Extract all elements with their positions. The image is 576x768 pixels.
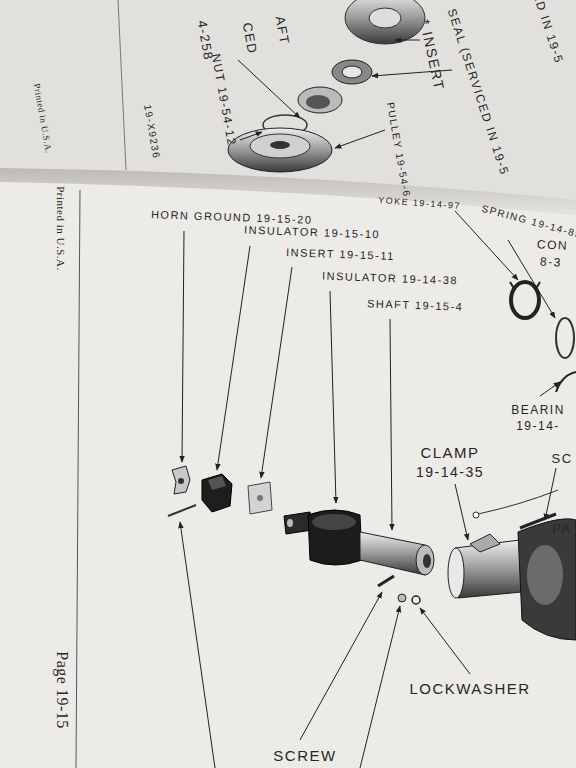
part-label: CLAMP: [420, 445, 479, 460]
part-label: PA: [552, 522, 571, 535]
page-note: Printed in U.S.A.: [55, 186, 66, 271]
lower-page: [0, 182, 576, 768]
part-label: BEARIN: [511, 404, 565, 416]
page-rule: [118, 0, 126, 170]
part-label: CON: [537, 238, 569, 252]
part-label: 8-3: [540, 255, 562, 268]
part-label: 19-14-35: [416, 465, 484, 479]
leader-lines: [180, 211, 560, 768]
part-label: SC: [551, 452, 572, 465]
part-label: SCREW: [273, 748, 336, 763]
steering-parts: [168, 282, 576, 640]
part-label: 19-14-: [516, 420, 560, 432]
upper-parts: [228, 0, 452, 172]
part-label: LOCKWASHER: [409, 681, 530, 696]
page-rule: [76, 190, 80, 768]
page-note: Page 19-15: [54, 651, 70, 728]
